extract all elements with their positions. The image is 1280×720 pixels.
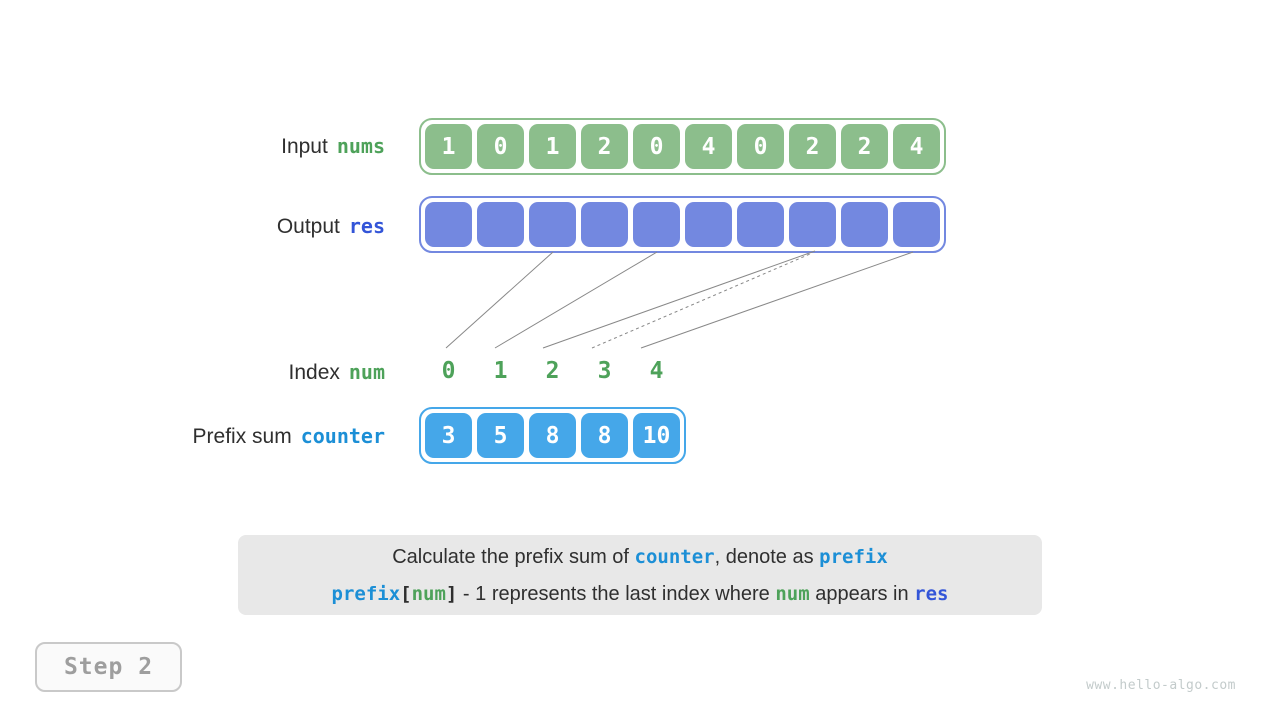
res-cell bbox=[477, 202, 524, 247]
counter-cell: 3 bbox=[425, 413, 472, 458]
res-var-label: res bbox=[348, 214, 385, 238]
caption-line-2: prefix[num] - 1 represents the last inde… bbox=[238, 576, 1042, 613]
connector-line bbox=[445, 251, 554, 349]
step-badge-label: Step 2 bbox=[63, 654, 154, 680]
output-label-text: Output bbox=[276, 215, 340, 238]
nums-cell: 2 bbox=[789, 124, 836, 169]
step-badge: Step 2 bbox=[35, 642, 182, 692]
nums-var-label: nums bbox=[336, 134, 385, 158]
watermark: www.hello-algo.com bbox=[1086, 678, 1236, 693]
nums-cell: 4 bbox=[685, 124, 732, 169]
input-label-text: Input bbox=[281, 135, 328, 158]
counter-cell: 8 bbox=[529, 413, 576, 458]
caption-segment: res bbox=[914, 583, 949, 605]
nums-cell: 2 bbox=[581, 124, 628, 169]
connector-line-dashed bbox=[591, 253, 811, 349]
index-num-label: Index num bbox=[289, 359, 386, 386]
caption-segment: appears in bbox=[809, 583, 915, 605]
index-value: 4 bbox=[649, 358, 664, 384]
caption-segment: ] bbox=[445, 583, 458, 605]
caption-segment: num bbox=[411, 583, 446, 605]
caption-segment: Calculate the prefix sum of bbox=[392, 546, 635, 568]
caption-segment: num bbox=[775, 583, 810, 605]
res-cell bbox=[633, 202, 680, 247]
counter-var-label: counter bbox=[300, 424, 385, 448]
caption-segment: counter bbox=[634, 546, 715, 568]
caption-segment: , denote as bbox=[714, 546, 820, 568]
connector-line bbox=[494, 251, 658, 349]
res-array bbox=[419, 196, 946, 253]
counter-array: 3 5 8 8 10 bbox=[419, 407, 686, 464]
prefix-sum-label-text: Prefix sum bbox=[192, 425, 292, 448]
res-cell bbox=[789, 202, 836, 247]
res-cell bbox=[529, 202, 576, 247]
res-cell bbox=[425, 202, 472, 247]
index-value: 3 bbox=[597, 358, 612, 384]
res-cell bbox=[581, 202, 628, 247]
connector-line bbox=[542, 250, 816, 349]
nums-cell: 1 bbox=[425, 124, 472, 169]
index-row: 0 1 2 3 4 bbox=[419, 357, 686, 385]
index-label-text: Index bbox=[288, 361, 340, 384]
index-value: 1 bbox=[493, 358, 508, 384]
input-nums-label: Input nums bbox=[281, 133, 385, 160]
nums-array: 1 0 1 2 0 4 0 2 2 4 bbox=[419, 118, 946, 175]
counter-cell: 5 bbox=[477, 413, 524, 458]
res-cell bbox=[685, 202, 732, 247]
caption-segment: prefix bbox=[819, 546, 888, 568]
nums-cell: 2 bbox=[841, 124, 888, 169]
caption-segment: [ bbox=[400, 583, 412, 605]
counter-cell: 8 bbox=[581, 413, 628, 458]
caption-box: Calculate the prefix sum of counter, den… bbox=[238, 535, 1042, 615]
num-var-label: num bbox=[348, 360, 385, 384]
nums-cell: 0 bbox=[633, 124, 680, 169]
nums-cell: 0 bbox=[737, 124, 784, 169]
nums-cell: 0 bbox=[477, 124, 524, 169]
counter-cell: 10 bbox=[633, 413, 680, 458]
nums-cell: 1 bbox=[529, 124, 576, 169]
res-cell bbox=[737, 202, 784, 247]
caption-segment: - 1 represents the last index where bbox=[457, 583, 776, 605]
caption-segment: prefix bbox=[331, 583, 401, 605]
res-cell bbox=[893, 202, 940, 247]
prefix-sum-counter-label: Prefix sum counter bbox=[193, 423, 385, 450]
index-value: 2 bbox=[545, 358, 560, 384]
res-cell bbox=[841, 202, 888, 247]
index-value: 0 bbox=[441, 358, 456, 384]
caption-line-1: Calculate the prefix sum of counter, den… bbox=[238, 539, 1042, 576]
output-res-label: Output res bbox=[277, 213, 385, 240]
connector-line bbox=[640, 251, 914, 349]
nums-cell: 4 bbox=[893, 124, 940, 169]
